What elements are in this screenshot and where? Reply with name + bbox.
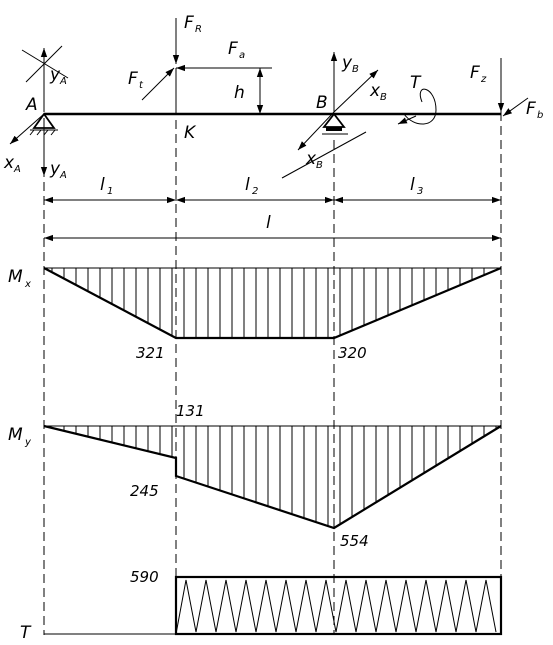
label-l1-sub: 1	[107, 186, 113, 197]
label-fa-sub: a	[239, 50, 245, 61]
label-k: K	[184, 123, 197, 143]
label-xa: x	[3, 153, 15, 173]
t-diagram: T 590	[20, 568, 503, 643]
value-my-left: 245	[130, 482, 159, 500]
label-fa: F	[228, 39, 238, 59]
value-my-right: 554	[340, 532, 369, 550]
reference-lines	[43, 70, 502, 635]
label-b: B	[316, 93, 328, 113]
label-my: M	[8, 425, 23, 445]
label-xb-top: x	[369, 81, 381, 101]
label-t-torque: T	[410, 73, 422, 93]
top-labels: A y A x A y A F R F a F t h K B y B x B …	[3, 13, 543, 181]
label-fr-sub: R	[195, 24, 202, 35]
label-ya-top-sub: A	[59, 76, 67, 87]
value-t: 590	[130, 568, 159, 586]
label-xa-sub: A	[13, 164, 21, 175]
value-mx-right: 320	[338, 344, 367, 362]
label-l3-sub: 3	[417, 186, 423, 197]
end-forces	[497, 58, 529, 117]
label-yb: y	[341, 53, 353, 73]
label-l2-sub: 2	[252, 186, 258, 197]
label-ya-bottom-sub: A	[59, 170, 67, 181]
reaction-arrows-b	[281, 52, 379, 179]
label-ya-top: y	[49, 65, 61, 85]
support-b	[322, 112, 348, 135]
label-ft-sub: t	[139, 80, 144, 91]
label-h: h	[234, 83, 245, 103]
label-xb-top-sub: B	[380, 92, 387, 103]
label-l3: l	[410, 175, 415, 195]
torque-arrow	[397, 88, 437, 125]
gear-forces-k	[141, 18, 272, 114]
label-xb-bottom: x	[305, 149, 317, 169]
value-mx-left: 321	[136, 344, 165, 362]
label-a: A	[25, 95, 38, 115]
label-my-sub: y	[24, 437, 32, 448]
label-xb-bottom-sub: B	[316, 160, 323, 171]
label-mx-sub: x	[24, 279, 31, 290]
label-fb-sub: b	[537, 110, 543, 121]
label-l2: l	[245, 175, 250, 195]
label-l: l	[266, 213, 271, 233]
dimension-lines: l 1 l 2 l 3 l	[44, 175, 501, 242]
label-ya-bottom: y	[49, 159, 61, 179]
my-diagram: M y 131 245 554	[8, 402, 502, 550]
label-yb-sub: B	[352, 64, 359, 75]
label-l1: l	[100, 175, 105, 195]
label-fb: F	[526, 99, 536, 119]
label-fz: F	[470, 63, 480, 83]
label-t-axis: T	[20, 623, 32, 643]
value-my-top: 131	[176, 402, 205, 420]
label-mx: M	[8, 267, 23, 287]
label-ft: F	[128, 69, 138, 89]
reaction-arrows-a	[9, 45, 69, 176]
label-fz-sub: z	[480, 74, 487, 85]
label-fr: F	[184, 13, 194, 33]
mx-diagram: M x 321 320	[8, 266, 502, 362]
